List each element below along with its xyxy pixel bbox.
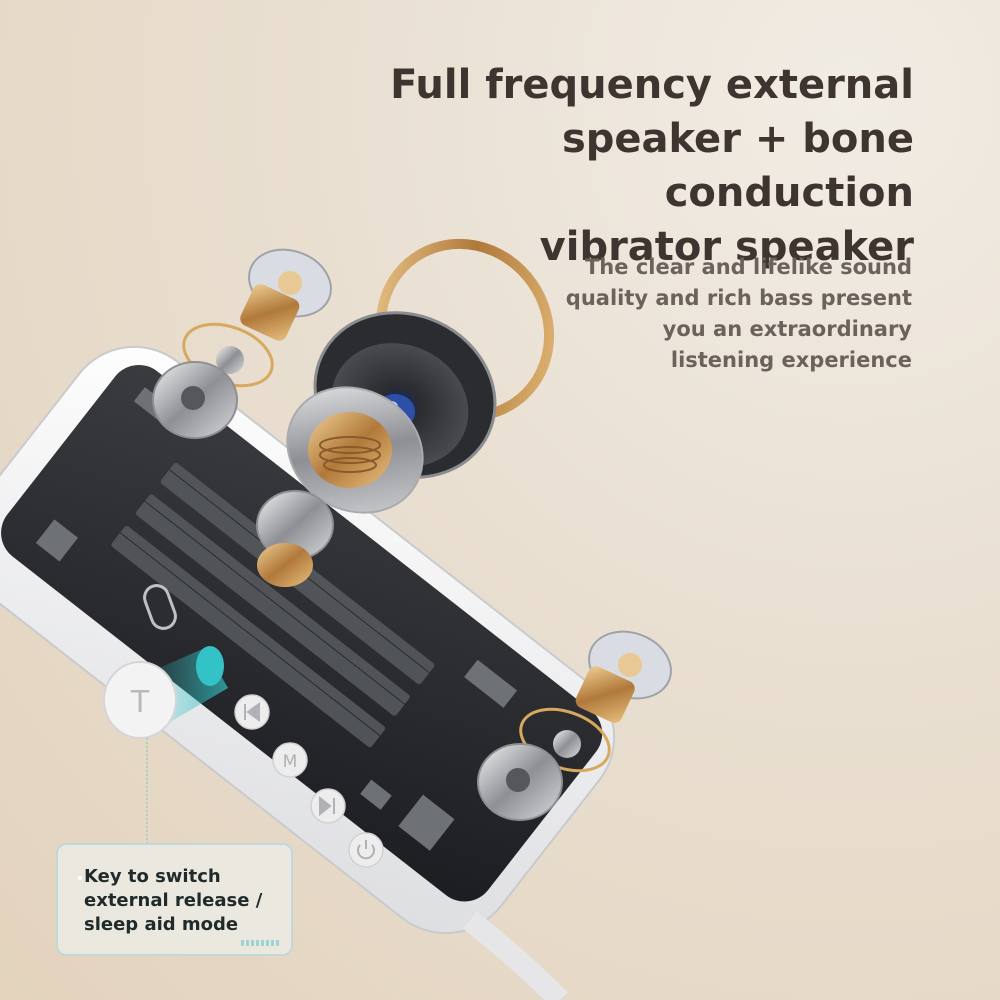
switch-key-letter: T — [130, 685, 150, 720]
subheadline-line-3: you an extraordinary — [662, 317, 912, 341]
button-previous[interactable] — [234, 694, 270, 730]
switch-key[interactable]: T — [103, 661, 177, 739]
previous-icon — [244, 702, 260, 722]
button-play-pause[interactable] — [310, 788, 346, 824]
subheadline-line-4: listening experience — [670, 348, 912, 372]
cord — [463, 911, 568, 1000]
headline: Full frequency external speaker + bone c… — [314, 58, 914, 274]
usb-c-port — [143, 584, 177, 630]
power-icon — [357, 840, 375, 860]
button-power[interactable] — [348, 832, 384, 868]
tweeter-top-left — [152, 248, 332, 439]
callout-box: Key to switch external release / sleep a… — [56, 843, 293, 956]
play-pause-icon — [319, 795, 335, 817]
headline-line-3: vibrator speaker — [539, 224, 914, 270]
tweeter-bottom-right — [477, 630, 672, 821]
callout-text: Key to switch external release / sleep a… — [84, 865, 262, 937]
button-mode-letter: M — [283, 752, 298, 772]
subheadline: The clear and lifelike sound quality and… — [492, 252, 912, 376]
callout-line-3: sleep aid mode — [84, 914, 239, 935]
callout-line-1: Key to switch — [84, 866, 221, 887]
button-mode[interactable]: M — [272, 742, 308, 778]
callout-bullet — [78, 876, 82, 880]
callout-line-2: external release / — [84, 890, 263, 911]
sensor-window — [196, 646, 224, 686]
headline-line-1: Full frequency external — [390, 62, 914, 108]
subheadline-line-1: The clear and lifelike sound — [584, 255, 912, 279]
headline-line-2: speaker + bone conduction — [561, 116, 914, 216]
callout-decoration — [241, 940, 281, 946]
bone-conduction-vibrator — [256, 386, 424, 587]
subheadline-line-2: quality and rich bass present — [565, 286, 912, 310]
